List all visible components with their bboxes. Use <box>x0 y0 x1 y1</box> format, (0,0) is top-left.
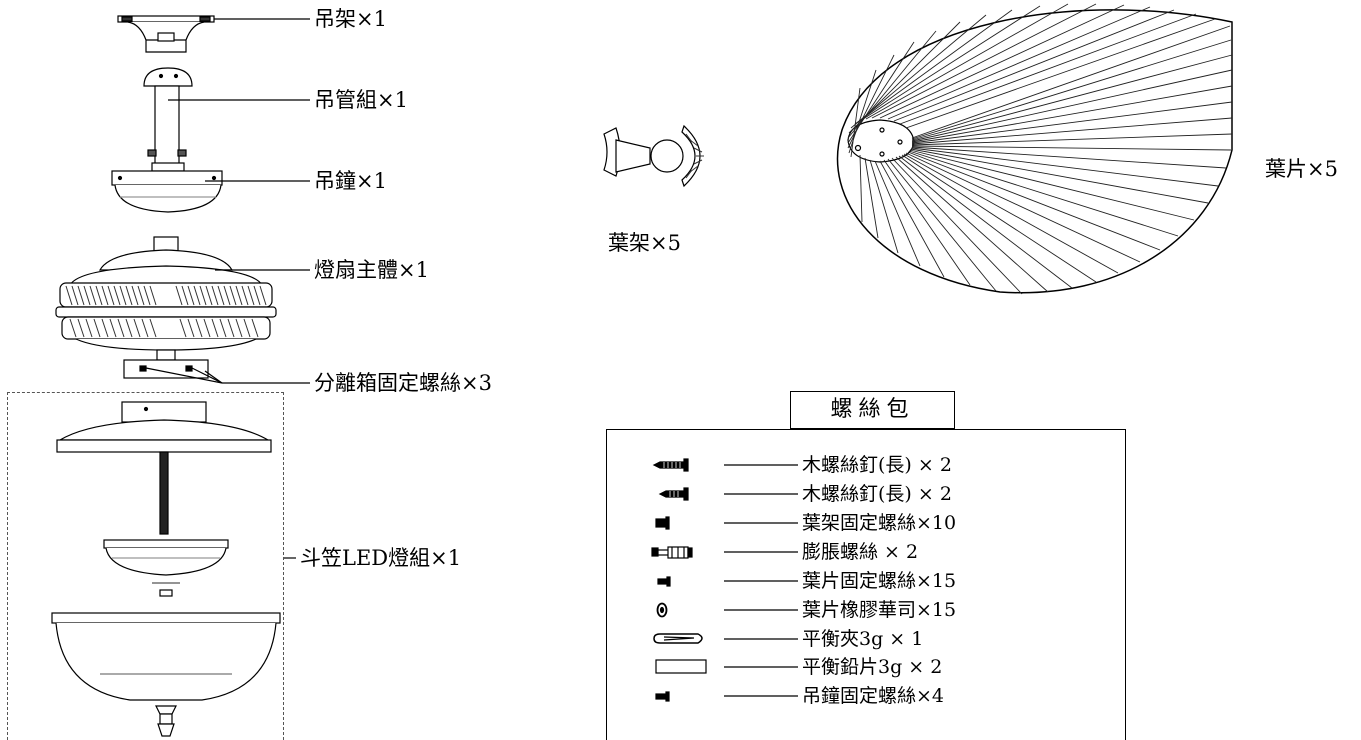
balance-weight-icon <box>655 659 707 674</box>
hardware-item-label: 木螺絲釘(長) × 2 <box>802 483 952 505</box>
canopy-screw-icon <box>655 691 670 702</box>
downrod-illustration <box>143 67 310 165</box>
label-blade: 葉片×5 <box>1265 157 1338 181</box>
blade-arm-illustration <box>603 124 704 188</box>
label-blade-arm: 葉架×5 <box>608 231 681 255</box>
short-wood-screw-icon <box>658 487 689 501</box>
hardware-kit-box <box>606 429 1126 740</box>
hardware-item-label: 葉片橡膠華司×15 <box>802 599 957 621</box>
hardware-item-label: 葉片固定螺絲×15 <box>802 570 957 592</box>
blade-arm-screw-icon <box>655 516 670 530</box>
hardware-item-label: 葉架固定螺絲×10 <box>802 512 957 534</box>
blade-illustration <box>836 3 1233 295</box>
hardware-item-label: 平衡鉛片3g × 2 <box>802 656 943 678</box>
label-downrod: 吊管組×1 <box>314 88 408 112</box>
hardware-item-label: 膨脹螺絲 × 2 <box>802 541 919 563</box>
label-separator-screws: 分離箱固定螺絲×3 <box>314 371 492 395</box>
rubber-washer-icon <box>656 602 668 618</box>
light-kit-dashed-frame <box>7 392 284 740</box>
motor-housing-illustration <box>55 236 310 361</box>
label-light-kit: 斗笠LED燈組×1 <box>300 546 462 570</box>
hardware-item-label: 木螺絲釘(長) × 2 <box>802 454 952 476</box>
balance-clip-icon <box>653 633 703 644</box>
canopy-illustration <box>111 162 310 213</box>
hardware-item-label: 平衡夾3g × 1 <box>802 628 924 650</box>
label-bracket: 吊架×1 <box>314 7 387 31</box>
long-wood-screw-icon <box>652 458 689 472</box>
label-canopy: 吊鐘×1 <box>314 169 387 193</box>
hardware-kit-title: 螺絲包 <box>790 391 955 429</box>
led-light-kit-illustration <box>51 401 296 737</box>
hanging-bracket-illustration <box>117 15 310 53</box>
blade-screw-icon <box>657 576 671 587</box>
hardware-item-label: 吊鐘固定螺絲×4 <box>802 685 945 707</box>
separator-box-illustration <box>123 359 310 384</box>
expansion-bolt-icon <box>651 546 693 559</box>
label-motor: 燈扇主體×1 <box>314 258 429 282</box>
